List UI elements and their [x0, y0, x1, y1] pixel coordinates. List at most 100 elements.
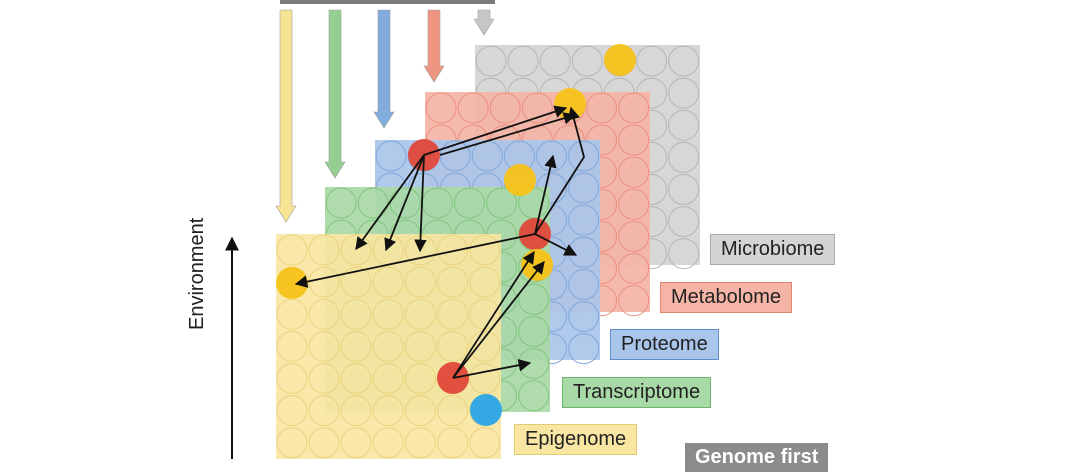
grid-cell — [276, 330, 308, 362]
top-down-arrow — [373, 9, 395, 129]
grid-cell — [308, 330, 340, 362]
grid-cell — [436, 394, 469, 427]
node-dot — [276, 267, 308, 299]
grid-cell — [372, 362, 404, 395]
grid-cell — [469, 427, 501, 459]
node-dot — [604, 44, 636, 76]
grid-cell — [469, 362, 501, 395]
grid-cell — [518, 283, 550, 315]
grid-cell — [618, 285, 650, 317]
grid-cell — [372, 427, 404, 459]
grid-cell — [485, 187, 518, 219]
grid-cell — [568, 204, 600, 236]
grid-cell — [436, 330, 469, 362]
grid-cell — [436, 427, 469, 459]
grid-cell — [372, 298, 404, 330]
grid-cell — [308, 362, 340, 395]
grid-cell — [404, 427, 437, 459]
grid-cell — [518, 380, 550, 412]
multi-omics-diagram — [225, 0, 700, 459]
link-arrow — [534, 233, 578, 256]
grid-cell — [568, 140, 600, 172]
grid-cell — [568, 333, 600, 365]
grid-cell — [469, 330, 501, 362]
grid-cell — [518, 315, 550, 348]
environment-axis-label: Environment — [186, 217, 208, 330]
grid-cell — [340, 330, 372, 362]
grid-cell — [372, 394, 404, 427]
node-dot — [504, 164, 536, 196]
grid-cell — [436, 266, 469, 298]
link-arrow — [294, 233, 536, 288]
grid-cell — [668, 238, 700, 270]
grid-cell — [276, 362, 308, 395]
grid-cell — [668, 173, 700, 205]
grid-cell — [489, 92, 521, 124]
link-arrow — [452, 261, 545, 379]
grid-cell — [340, 234, 372, 266]
grid-cell — [475, 45, 507, 77]
grid-cell — [507, 45, 539, 77]
grid-cell — [668, 206, 700, 238]
grid-cell — [372, 266, 404, 298]
grid-cell — [404, 330, 437, 362]
layer-label-microbiome: Microbiome — [710, 234, 836, 265]
grid-cell — [276, 394, 308, 427]
grid-cell — [308, 298, 340, 330]
grid-cell — [436, 298, 469, 330]
link-arrow — [439, 112, 577, 156]
grid-cell — [618, 188, 650, 220]
grid-cell — [668, 141, 700, 173]
link-arrow — [534, 106, 585, 235]
link-arrow — [452, 358, 532, 379]
grid-cell — [340, 362, 372, 395]
grid-cell — [404, 362, 437, 395]
layer-label-transcriptome: Transcriptome — [562, 377, 712, 408]
grid-cell — [635, 45, 668, 77]
top-bar — [280, 0, 495, 4]
grid-cell — [276, 427, 308, 459]
grid-cell — [308, 427, 340, 459]
node-dot — [470, 394, 502, 426]
grid-cell — [308, 234, 340, 266]
grid-cell — [568, 300, 600, 333]
grid-cell — [375, 140, 407, 172]
grid-cell — [340, 298, 372, 330]
grid-cell — [340, 266, 372, 298]
grid-cell — [539, 45, 571, 77]
grid-cell — [618, 220, 650, 252]
link-arrow — [384, 154, 425, 252]
link-arrow — [355, 154, 425, 251]
grid-cell — [618, 156, 650, 188]
grid-cell — [340, 427, 372, 459]
layer-label-genome-first: Genome first — [685, 443, 829, 472]
grid-cell — [618, 252, 650, 285]
grid-cell — [457, 92, 489, 124]
link-arrow — [414, 154, 427, 253]
top-down-arrow — [473, 9, 495, 36]
grid-cell — [404, 266, 437, 298]
grid-cell — [404, 394, 437, 427]
top-down-arrow — [423, 9, 445, 83]
grid-cell — [668, 109, 700, 141]
grid-cell — [372, 330, 404, 362]
grid-cell — [425, 92, 457, 124]
grid-cell — [453, 187, 486, 219]
layer-epigenome — [276, 234, 501, 459]
grid-cell — [439, 140, 471, 172]
top-down-arrow — [275, 9, 297, 223]
grid-cell — [571, 45, 603, 77]
grid-cell — [308, 394, 340, 427]
grid-cell — [469, 266, 501, 298]
grid-cell — [521, 92, 553, 124]
grid-cell — [325, 187, 357, 219]
grid-cell — [404, 298, 437, 330]
grid-cell — [568, 268, 600, 301]
grid-cell — [668, 45, 700, 77]
grid-cell — [340, 394, 372, 427]
layer-label-proteome: Proteome — [610, 329, 719, 360]
link-arrow — [534, 154, 557, 235]
grid-cell — [618, 92, 650, 124]
top-down-arrow — [324, 9, 346, 179]
grid-cell — [618, 124, 650, 156]
